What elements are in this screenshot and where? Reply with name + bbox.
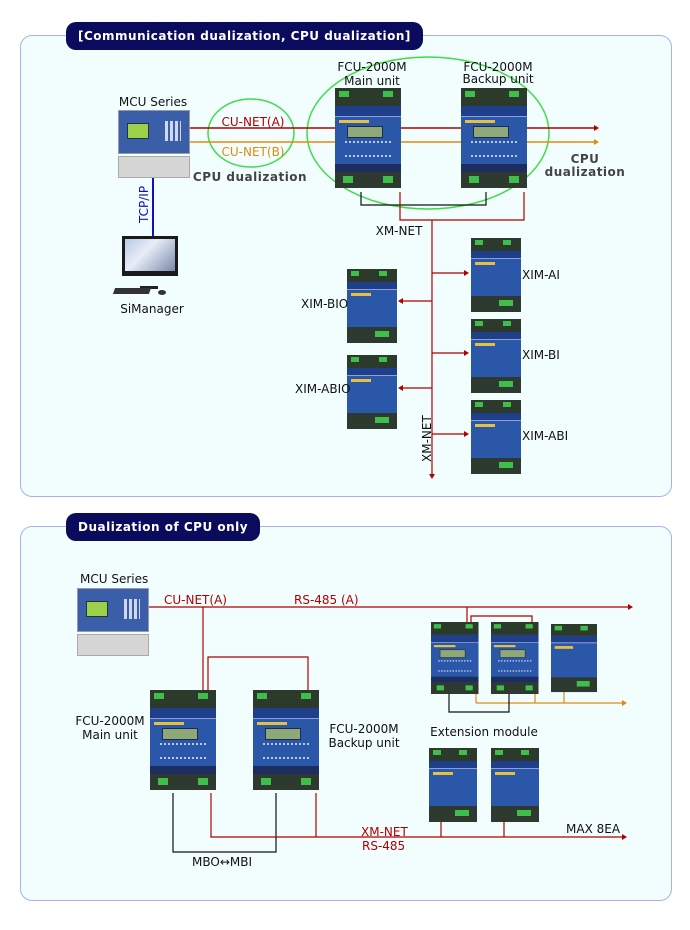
s2-orange-arrow bbox=[622, 700, 627, 706]
branch-bio-arrow bbox=[398, 298, 403, 304]
s1-fcu-main-model: FCU-2000M bbox=[337, 60, 407, 74]
s1-xim-ai-device bbox=[471, 238, 521, 312]
s2-xm-net-arrow bbox=[622, 834, 627, 840]
s2-drop-ext-2 bbox=[470, 615, 533, 622]
s2-mcu-device bbox=[77, 588, 149, 656]
s2-fcu-backup-model: FCU-2000M bbox=[329, 722, 399, 736]
s2-max-label: MAX 8EA bbox=[566, 822, 621, 836]
branch-abio-arrow bbox=[398, 385, 403, 391]
s2-fcu-main-model: FCU-2000M bbox=[75, 714, 145, 728]
s1-fcu-backup-model: FCU-2000M bbox=[463, 60, 533, 74]
s1-xim-abi-label: XIM-ABI bbox=[522, 429, 569, 443]
s2-cu-net-arrow bbox=[628, 604, 633, 610]
s2-cu-net-a-label: CU-NET(A) bbox=[164, 593, 227, 607]
section1-title: [Communication dualization, CPU dualizat… bbox=[66, 22, 423, 50]
s1-fcu-main-device bbox=[335, 88, 401, 188]
s1-mcu-label: MCU Series bbox=[118, 95, 188, 109]
s2-mcu-label: MCU Series bbox=[80, 572, 149, 586]
s1-xim-bio-device bbox=[347, 269, 397, 343]
cpu-dual-ellipse bbox=[306, 56, 550, 210]
s1-fcu-main-role: Main unit bbox=[344, 74, 400, 88]
s1-xim-abio-device bbox=[347, 355, 397, 429]
s1-simanager-label: SiManager bbox=[120, 302, 184, 316]
s2-extension-module-label: Extension module bbox=[430, 725, 538, 739]
s1-xim-bi-label: XIM-BI bbox=[522, 348, 560, 362]
s2-ext-fcu-1-device bbox=[431, 622, 479, 694]
cu-net-a-arrow bbox=[594, 125, 599, 131]
branch-abi-arrow bbox=[464, 431, 469, 437]
s1-cpu-dualization-right-1: CPU bbox=[570, 152, 600, 166]
s2-ext-module-1-device bbox=[429, 748, 477, 822]
s1-fcu-backup-role: Backup unit bbox=[462, 72, 534, 86]
s2-fcu-main-role: Main unit bbox=[82, 728, 138, 742]
s2-xm-net-line bbox=[210, 793, 622, 838]
cu-net-ellipse bbox=[207, 98, 295, 168]
s1-xim-abio-label: XIM-ABIO bbox=[295, 382, 351, 396]
s1-xim-ai-label: XIM-AI bbox=[522, 268, 560, 282]
s1-cpu-dualization-left: CPU dualization bbox=[192, 170, 308, 184]
s2-fcu-backup-role: Backup unit bbox=[328, 736, 400, 750]
s2-drop-main-2 bbox=[207, 656, 309, 690]
branch-ai-arrow bbox=[464, 270, 469, 276]
s1-cu-net-a-label: CU-NET(A) bbox=[221, 115, 285, 129]
s2-ext-module-2-device bbox=[491, 748, 539, 822]
s2-mbo-mbi-label: MBO↔MBI bbox=[192, 855, 252, 869]
cu-net-b-arrow bbox=[594, 139, 599, 145]
s2-rs485-label: RS-485 bbox=[362, 839, 406, 853]
s1-xim-bi-device bbox=[471, 319, 521, 393]
xm-net-line-1 bbox=[399, 192, 525, 221]
s2-mbo-line bbox=[172, 793, 277, 853]
xm-net-trunk-arrow bbox=[429, 474, 435, 479]
s1-xim-abi-device bbox=[471, 400, 521, 474]
s1-cu-net-b-label: CU-NET(B) bbox=[221, 145, 285, 159]
s2-ext-xim-device bbox=[551, 624, 597, 693]
section2-title: Dualization of CPU only bbox=[66, 513, 261, 541]
s2-rs485-a-label: RS-485 (A) bbox=[294, 593, 359, 607]
s2-fcu-main-device bbox=[150, 690, 216, 790]
s2-xm-net-label: XM-NET bbox=[361, 825, 408, 839]
s1-xim-bio-label: XIM-BIO bbox=[301, 297, 349, 311]
s1-mcu-device bbox=[118, 110, 190, 178]
s1-xm-net-h-label: XM-NET bbox=[375, 224, 423, 238]
s1-cpu-dualization-right-2: dualization bbox=[544, 165, 626, 179]
mbo-line-1 bbox=[360, 192, 487, 206]
s1-fcu-backup-device bbox=[461, 88, 527, 188]
s2-ext-fcu-2-device bbox=[491, 622, 539, 694]
branch-bi-arrow bbox=[464, 350, 469, 356]
s1-simanager-pc bbox=[112, 236, 180, 300]
s2-ext-black bbox=[448, 692, 510, 713]
s2-fcu-backup-device bbox=[253, 690, 319, 790]
